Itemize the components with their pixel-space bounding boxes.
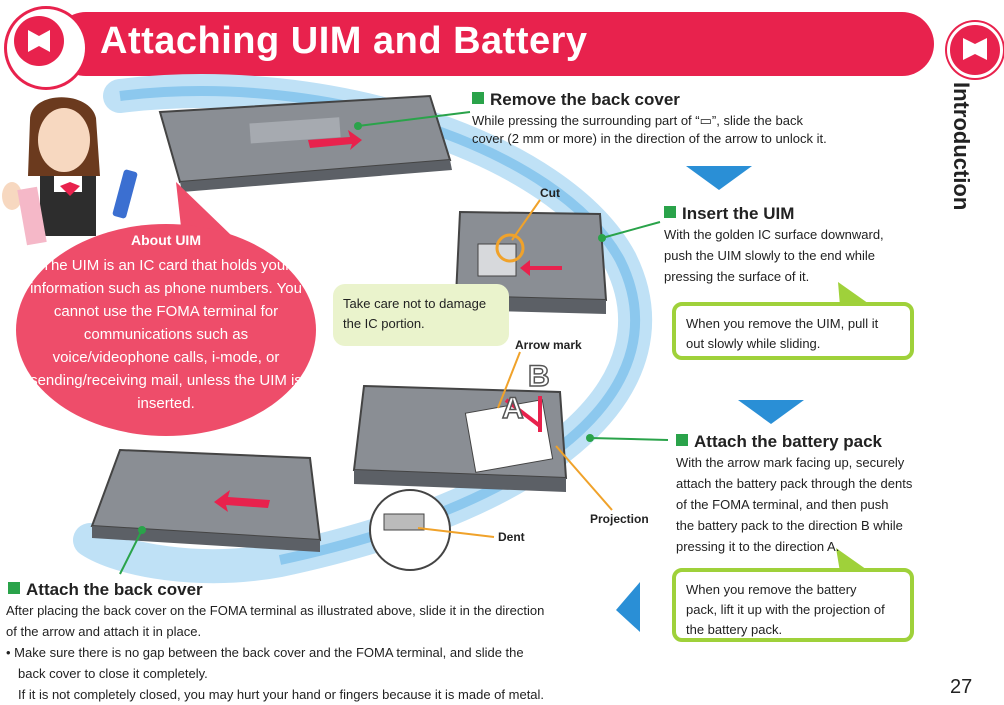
pointer-arrow-mark: [497, 351, 521, 409]
step-body-line: With the arrow mark facing up, securely: [676, 455, 905, 470]
section-bookmark-icon: [947, 22, 1003, 78]
step-attach-cover: Attach the back cover: [8, 580, 203, 600]
phone-attach-battery: [352, 384, 568, 492]
step-heading: Insert the UIM: [682, 204, 795, 223]
step-body-line: cover (2 mm or more) in the direction of…: [472, 131, 827, 146]
note-tail-2: [836, 548, 870, 572]
step-body-line: pressing it to the direction A.: [676, 539, 840, 554]
step-body-line: pressing the surface of it.: [664, 269, 810, 284]
label-cut: Cut: [540, 186, 560, 200]
step-heading: Remove the back cover: [490, 90, 680, 109]
square-bullet-icon: [8, 582, 20, 594]
about-uim-title: About UIM: [131, 232, 201, 248]
step-body-line: push the UIM slowly to the end while: [664, 248, 875, 263]
flow-arrow-1: [686, 166, 752, 190]
label-dent: Dent: [498, 530, 525, 544]
pointer-cut: [511, 199, 541, 241]
phone-remove-cover: [158, 94, 452, 192]
label-projection: Projection: [590, 512, 649, 526]
label-b: B: [527, 359, 550, 394]
phone-attach-cover: [90, 448, 322, 552]
page-title: Attaching UIM and Battery: [100, 20, 588, 62]
label-arrow-mark: Arrow mark: [515, 338, 582, 352]
step-attach-battery: Attach the battery pack With the arrow m…: [676, 432, 912, 557]
flow-arrow-3: [616, 582, 640, 632]
about-uim-bubble: About UIM The UIM is an IC card that hol…: [16, 224, 316, 436]
step-insert-uim: Insert the UIM With the golden IC surfac…: [664, 204, 884, 287]
ic-care-note: Take care not to damage the IC portion.: [333, 284, 509, 346]
header-bar: [54, 12, 934, 76]
step-body-line: While pressing the surrounding part of “…: [472, 113, 803, 128]
pointer-cover: [119, 529, 143, 575]
attach-cover-text: After placing the back cover on the FOMA…: [6, 603, 545, 702]
step-body-line: With the golden IC surface downward,: [664, 227, 884, 242]
square-bullet-icon: [676, 434, 688, 446]
step-heading: Attach the back cover: [26, 580, 203, 599]
about-uim-body: The UIM is an IC card that holds your in…: [30, 257, 302, 412]
step-remove-cover: Remove the back cover While pressing the…: [472, 90, 827, 149]
step-heading: Attach the battery pack: [694, 432, 882, 451]
bookmark-icon: [14, 16, 64, 66]
uim-removal-note: When you remove the UIM, pull it out slo…: [672, 302, 914, 360]
step-body-line: the battery pack to the direction B whil…: [676, 518, 903, 533]
square-bullet-icon: [664, 206, 676, 218]
pointer-uim: [601, 221, 661, 239]
step-body-line: attach the battery pack through the dent…: [676, 476, 913, 491]
guide-character-icon: [2, 97, 138, 246]
step-body-line: of the FOMA terminal, and then push: [676, 497, 889, 512]
battery-removal-note: When you remove the battery pack, lift i…: [672, 568, 914, 642]
bubble-tail: [176, 182, 232, 236]
pointer-dent: [417, 527, 495, 538]
note-tail-1: [838, 282, 872, 306]
pointer-projection: [555, 445, 613, 511]
pointer-battery: [589, 437, 669, 441]
flow-arrow-2: [738, 400, 804, 424]
page-number: 27: [950, 676, 973, 698]
square-bullet-icon: [472, 92, 484, 104]
label-a: A: [501, 391, 524, 426]
pointer-remove: [357, 111, 471, 127]
